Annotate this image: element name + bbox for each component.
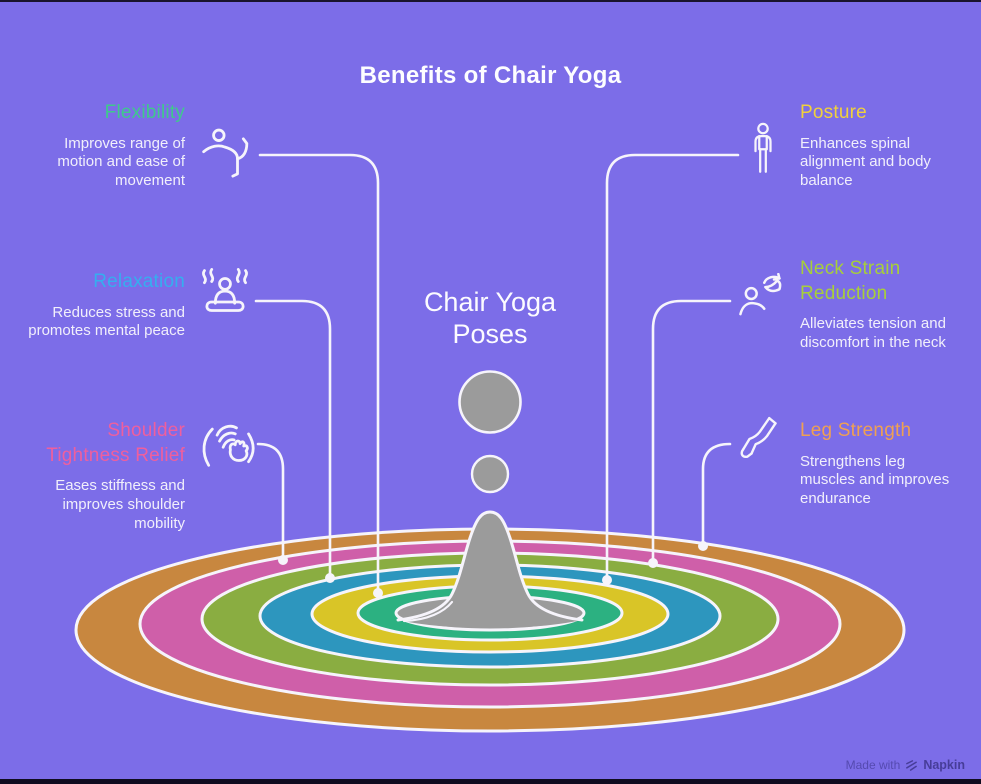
meditating-person-icon: [202, 268, 248, 312]
bent-leg-icon: [740, 416, 777, 459]
benefit-flexibility-title: Flexibility: [104, 102, 185, 123]
benefit-relaxation-title: Relaxation: [93, 271, 185, 292]
watermark-brand: Napkin: [923, 758, 965, 772]
benefit-leg-strength: Leg Strength Strengthens leg muscles and…: [800, 419, 960, 508]
standing-person-icon: [754, 122, 772, 173]
benefit-neck-description: Alleviates tension and discomfort in the…: [800, 315, 946, 351]
connector-dot-leg: [698, 541, 708, 551]
napkin-logo-icon: [906, 759, 918, 771]
bottom-border: [0, 779, 981, 784]
neck-rotation-icon: [739, 273, 782, 316]
splash-droplet-outline: [396, 510, 584, 622]
benefit-neck-title: Neck Strain Reduction: [800, 258, 901, 304]
connector-posture: [605, 153, 740, 579]
connector-leg: [701, 442, 732, 545]
benefit-posture-description: Enhances spinal alignment and body balan…: [800, 134, 931, 189]
benefit-shoulder-tightness-relief: Shoulder Tightness Relief Eases stiffnes…: [45, 419, 185, 533]
top-border: [0, 0, 981, 2]
connector-dot-posture: [602, 575, 612, 585]
benefit-shoulder-description: Eases stiffness and improves shoulder mo…: [55, 477, 185, 532]
page-title: Benefits of Chair Yoga: [359, 62, 622, 90]
benefit-flexibility: Flexibility Improves range of motion and…: [53, 101, 185, 190]
center-label: Chair Yoga Poses: [423, 287, 557, 349]
connector-dot-neck: [648, 558, 658, 568]
watermark-made-with: Made with: [845, 758, 901, 772]
connector-flexibility: [258, 153, 380, 592]
connector-dot-flexibility: [373, 588, 383, 598]
splash-droplet: [398, 512, 582, 628]
benefit-leg-description: Strengthens leg muscles and improves end…: [800, 452, 950, 507]
benefit-relaxation: Relaxation Reduces stress and promotes m…: [13, 270, 185, 341]
droplet-circle-large: [458, 370, 522, 434]
connector-shoulder: [256, 442, 285, 559]
connector-relaxation: [254, 299, 332, 577]
connector-dot-relaxation: [325, 573, 335, 583]
shoulder-massage-icon: [202, 424, 255, 467]
benefit-neck-strain-reduction: Neck Strain Reduction Alleviates tension…: [800, 257, 966, 353]
connector-dot-shoulder: [278, 555, 288, 565]
pool-swirl-line: [402, 600, 454, 623]
benefit-shoulder-title: Shoulder Tightness Relief: [46, 420, 185, 466]
stretching-person-icon: [202, 128, 249, 178]
benefit-posture: Posture Enhances spinal alignment and bo…: [800, 101, 950, 190]
benefit-posture-title: Posture: [800, 102, 867, 123]
watermark: Made with Napkin: [846, 758, 965, 772]
benefit-relaxation-description: Reduces stress and promotes mental peace: [28, 303, 185, 340]
benefit-leg-title: Leg Strength: [800, 420, 912, 441]
droplet-circle-small: [470, 454, 510, 494]
benefit-flexibility-description: Improves range of motion and ease of mov…: [57, 134, 185, 189]
connector-neck: [651, 299, 732, 562]
